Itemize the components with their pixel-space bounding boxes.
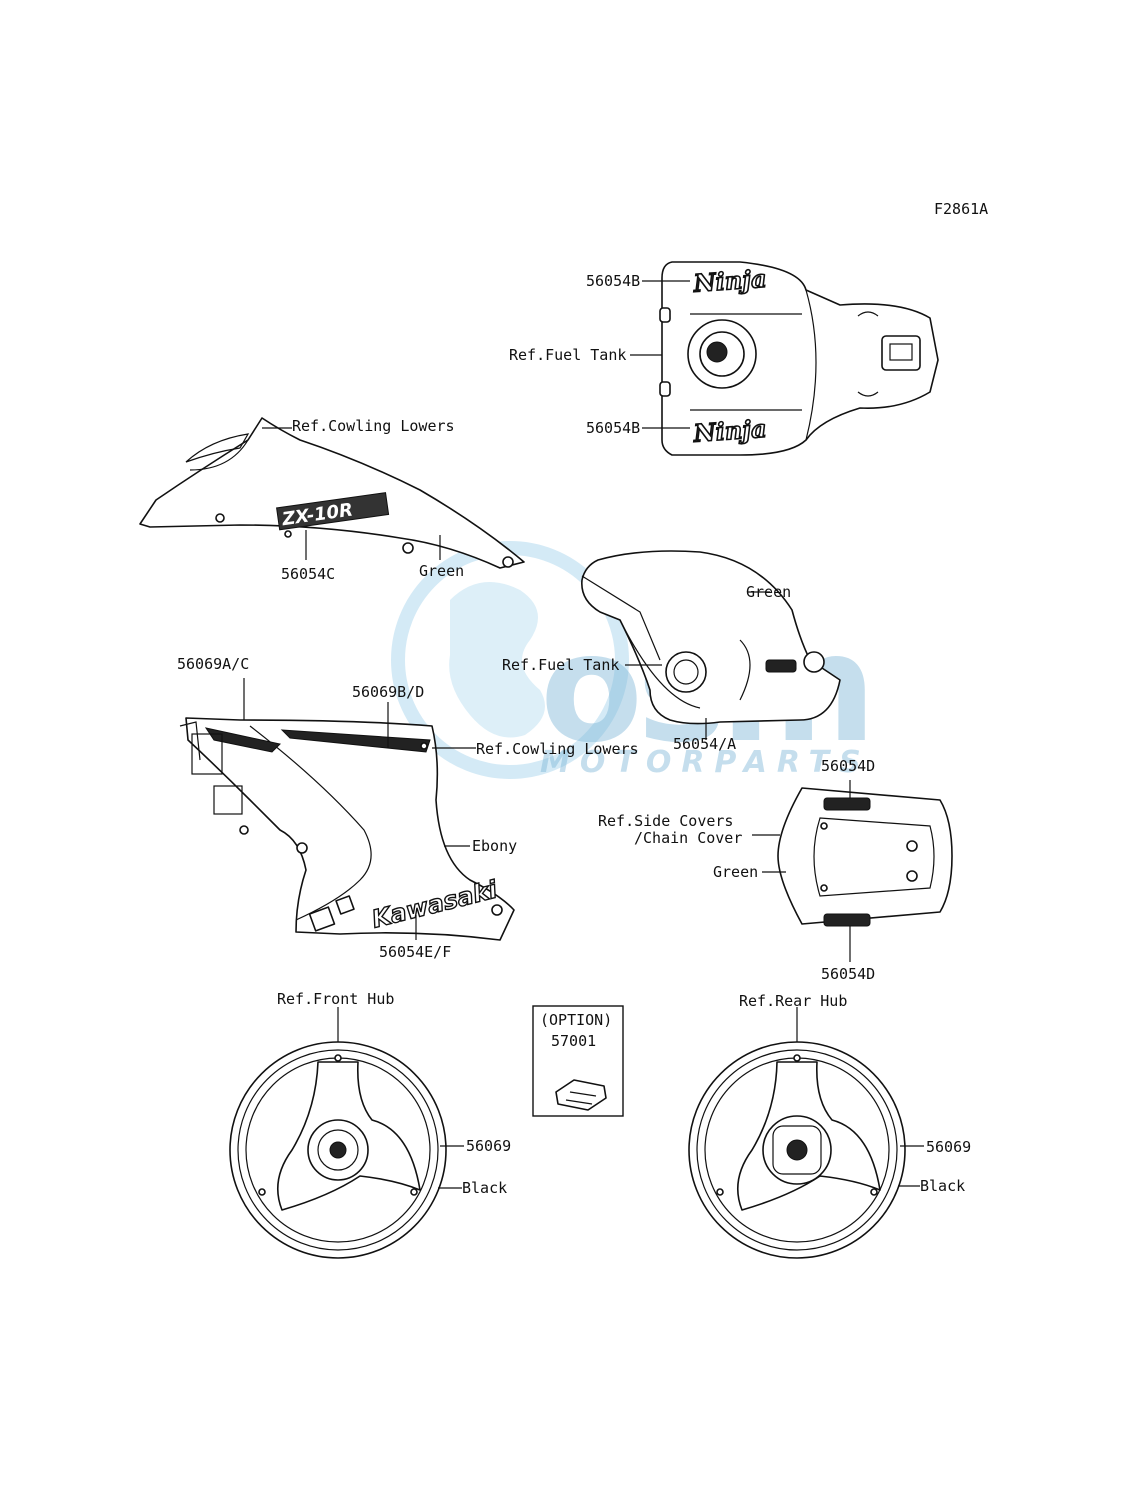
label-black-front: Black: [462, 1179, 507, 1197]
option-box: [532, 1005, 624, 1117]
label-ref-front-hub: Ref.Front Hub: [277, 990, 394, 1008]
label-56069bd: 56069B/D: [352, 683, 424, 701]
label-56069ac: 56069A/C: [177, 655, 249, 673]
label-56054c: 56054C: [281, 565, 335, 583]
upper-cowling: ZX-10R: [139, 417, 525, 569]
label-ebony: Ebony: [472, 837, 517, 855]
label-green-cowl: Green: [419, 562, 464, 580]
seat-cowl: [777, 787, 953, 927]
label-ref-cowling-lowers-upper: Ref.Cowling Lowers: [292, 417, 455, 435]
label-56054d-top: 56054D: [821, 757, 875, 775]
label-ref-cowling-lowers-fairing: Ref.Cowling Lowers: [476, 740, 639, 758]
label-ref-rear-hub: Ref.Rear Hub: [739, 992, 847, 1010]
label-ref-fuel-tank-top: Ref.Fuel Tank: [509, 346, 626, 364]
fuel-tank-side-view: [581, 550, 841, 725]
label-ref-fuel-tank-side: Ref.Fuel Tank: [502, 656, 619, 674]
label-56054b-lower: 56054B: [586, 419, 640, 437]
label-green-tank-side: Green: [746, 583, 791, 601]
front-wheel: [229, 1041, 447, 1259]
label-chain-cover: /Chain Cover: [634, 829, 742, 847]
label-ref-side-covers: Ref.Side Covers: [598, 812, 733, 830]
figure-code: F2861A: [934, 200, 988, 218]
fuel-tank-top-view: Ninja Ninja: [659, 261, 939, 456]
label-56054d-bottom: 56054D: [821, 965, 875, 983]
watermark-continents: [449, 582, 545, 738]
label-option: (OPTION): [540, 1011, 612, 1029]
ninja-decal-bottom: Ninja: [692, 414, 768, 448]
label-56069-rear: 56069: [926, 1138, 971, 1156]
label-57001: 57001: [551, 1032, 596, 1050]
watermark-tagline: MOTORPARTS: [540, 745, 871, 780]
label-black-rear: Black: [920, 1177, 965, 1195]
label-56054a: 56054/A: [673, 735, 736, 753]
rear-wheel: [688, 1041, 906, 1259]
watermark-globe-icon: [391, 541, 629, 779]
label-56054b-upper: 56054B: [586, 272, 640, 290]
ninja-decal-top: Ninja: [692, 264, 768, 298]
side-fairing: Kawasaki: [179, 717, 515, 941]
label-green-seat: Green: [713, 863, 758, 881]
label-56054ef: 56054E/F: [379, 943, 451, 961]
label-56069-front: 56069: [466, 1137, 511, 1155]
